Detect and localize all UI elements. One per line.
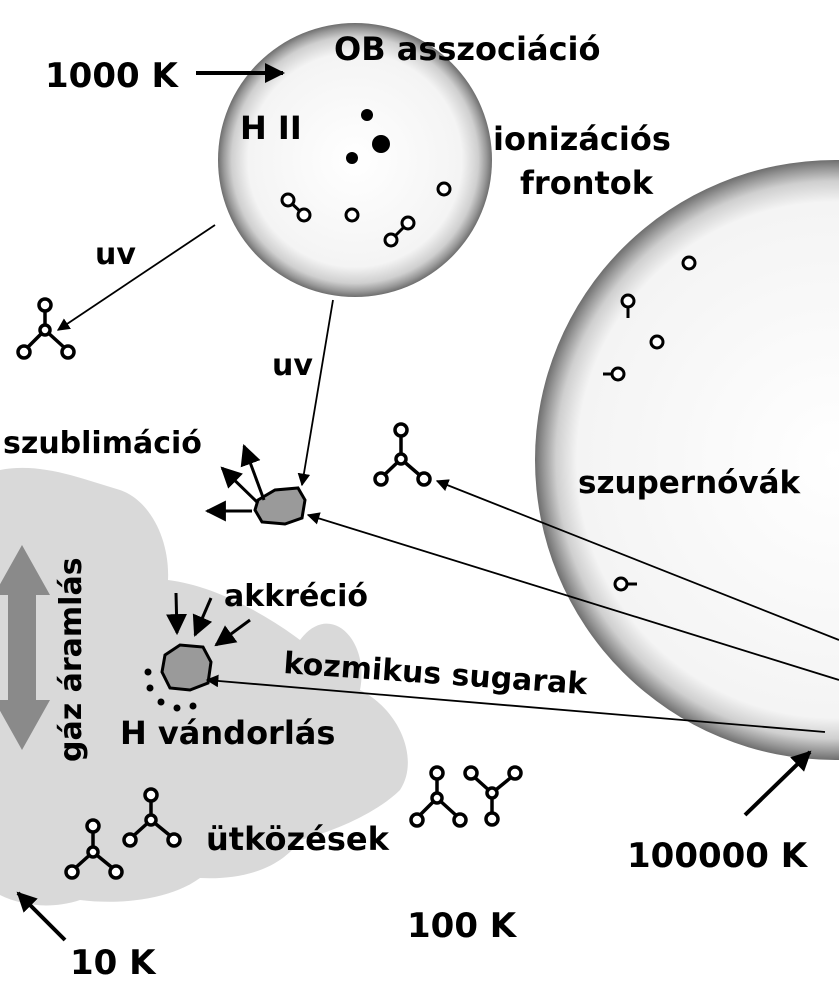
gas-flow-label: gáz áramlás [54,557,89,762]
collisions-label: ütközések [206,820,390,858]
ob-association-label: OB asszociáció [334,30,600,68]
accretion-label: akkréció [224,579,368,614]
h-migration-label: H vándorlás [120,714,335,752]
sublimation-label: szublimáció [3,426,202,461]
temp-100k-label: 100 K [407,906,518,946]
temp-100000k-label: 100000 K [627,836,809,876]
ionization-fronts-label: frontok [520,164,654,202]
uv-label-left: uv [95,237,136,272]
dust-grain [162,645,211,690]
temp-1000k-label: 1000 K [45,56,179,96]
supernovae-label: szupernóvák [578,465,802,501]
star-dot [346,152,358,164]
temp-10k-label: 10 K [70,943,157,983]
star-dot [361,109,373,121]
ionization-fronts-label: ionizációs [493,120,671,158]
uv-label-center: uv [272,348,313,383]
star-dot [372,135,390,153]
h2-region-label: H II [240,109,302,147]
